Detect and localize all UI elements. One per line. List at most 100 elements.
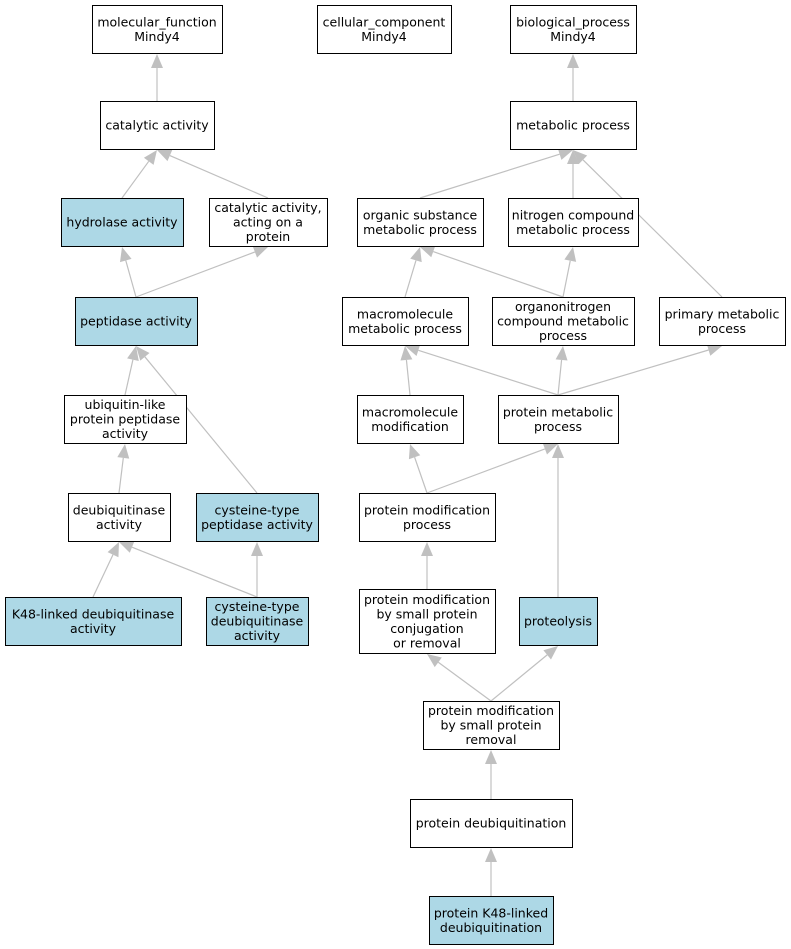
node-label-line: proteolysis — [524, 614, 592, 629]
node-label-line: protein K48-linked — [434, 905, 548, 920]
node-label-line: process — [539, 328, 587, 343]
node-box — [206, 597, 309, 646]
node-label-line: metabolic process — [348, 321, 462, 336]
arrowhead-pmsmall-to-protmod — [421, 542, 433, 556]
node-label-line: protein metabolic — [503, 404, 613, 419]
edge-ubl-to-pep — [124, 359, 134, 396]
node-box — [61, 198, 184, 247]
arrowhead-met-to-bp — [567, 54, 579, 68]
go-term-node-cat[interactable]: catalytic activity — [100, 101, 215, 150]
go-term-node-deubproc[interactable]: protein deubiquitination — [410, 799, 573, 848]
edge-protmod-to-macmod — [414, 457, 428, 494]
node-label-line: process — [534, 419, 582, 434]
go-term-node-proteo[interactable]: proteolysis — [519, 597, 598, 646]
node-label-line: activity — [70, 621, 117, 636]
arrowhead-protmod-to-macmod — [408, 444, 421, 460]
node-label-line: deubiquitinase — [73, 502, 166, 517]
arrowhead-protmet-to-prim — [706, 344, 722, 356]
node-label-line: Mindy4 — [550, 29, 596, 44]
arrowhead-deub-to-ubl — [117, 444, 130, 459]
node-label-line: Mindy4 — [361, 29, 407, 44]
node-box — [423, 701, 560, 750]
node-box — [510, 5, 637, 54]
arrowhead-nit-to-met — [567, 150, 579, 164]
node-box — [68, 493, 171, 542]
node-label-line: protein — [246, 229, 290, 244]
node-label-line: cysteine-type — [215, 502, 300, 517]
node-box — [410, 799, 573, 848]
node-box — [209, 198, 328, 247]
edge-orgnit-to-org — [433, 251, 564, 298]
node-label-line: modification — [371, 419, 449, 434]
node-label-line: conjugation — [390, 621, 463, 636]
arrowhead-cysdeub-to-cyspep — [251, 542, 263, 556]
arrowhead-deubproc-to-pmremoval — [485, 750, 497, 764]
node-label-line: deubiquitination — [440, 920, 542, 935]
edge-orgnit-to-nit — [562, 260, 571, 298]
edge-cyspep-to-pep — [144, 356, 258, 494]
arrowhead-pep-to-hyd — [119, 247, 132, 263]
arrowhead-protmet-to-macmet — [405, 344, 421, 356]
node-label-line: by small protein — [440, 718, 541, 733]
arrowhead-k48deub-to-deub — [107, 542, 119, 558]
node-box — [359, 589, 496, 654]
arrowhead-orgnit-to-nit — [564, 247, 577, 262]
node-box — [75, 297, 198, 346]
node-label-line: metabolic process — [516, 118, 630, 133]
go-term-node-hyd[interactable]: hydrolase activity — [61, 198, 184, 247]
edge-protmod-to-protmet — [426, 448, 546, 494]
arrowhead-hyd-to-cat — [143, 150, 157, 165]
node-label-line: protein modification — [364, 502, 490, 517]
arrowhead-cyspep-to-pep — [136, 346, 150, 361]
node-label-line: organic substance — [363, 207, 478, 222]
arrowhead-pmremoval-to-pmsmall — [427, 654, 442, 668]
node-box — [492, 297, 635, 346]
go-term-node-met[interactable]: metabolic process — [510, 101, 637, 150]
arrowhead-prim-to-met — [573, 150, 588, 165]
arrowhead-org-to-met — [557, 148, 573, 160]
node-label-line: by small protein — [376, 606, 477, 621]
arrowhead-macmod-to-macmet — [400, 346, 413, 361]
node-label-line: macromolecule — [357, 306, 453, 321]
node-label-line: hydrolase activity — [66, 215, 178, 230]
node-label-line: activity — [102, 426, 149, 441]
arrowhead-macmet-to-org — [410, 247, 422, 263]
node-box — [519, 597, 598, 646]
node-box — [196, 493, 319, 542]
node-label-line: metabolic process — [516, 222, 630, 237]
node-box — [5, 597, 182, 646]
node-box — [659, 297, 786, 346]
node-box — [317, 5, 452, 54]
node-label-line: metabolic process — [363, 222, 477, 237]
arrowhead-proteo-to-protmet — [552, 444, 564, 458]
edge-macmod-to-macmet — [405, 359, 411, 396]
arrowhead-ubl-to-pep — [127, 346, 139, 361]
node-label-line: Mindy4 — [134, 29, 180, 44]
edge-pmremoval-to-proteo — [490, 654, 548, 702]
go-term-node-pep[interactable]: peptidase activity — [75, 297, 198, 346]
node-box — [357, 395, 464, 444]
node-label-line: catalytic activity — [105, 118, 209, 133]
